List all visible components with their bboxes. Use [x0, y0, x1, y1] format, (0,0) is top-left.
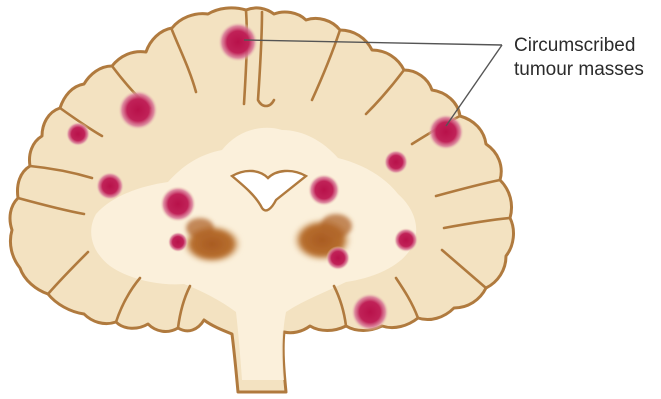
- tumour-mass: [218, 22, 258, 62]
- tumour-mass: [308, 174, 340, 206]
- tumour-mass: [96, 172, 124, 200]
- label-line-1: Circumscribed: [514, 34, 635, 57]
- basal-ganglia-right-tail: [320, 214, 352, 238]
- tumour-mass: [394, 228, 418, 252]
- label-line-2: tumour masses: [514, 58, 644, 81]
- basal-ganglia-left-tail: [186, 218, 214, 238]
- tumour-mass: [168, 232, 188, 252]
- tumour-mass: [66, 122, 90, 146]
- tumour-mass: [384, 150, 408, 174]
- leader-line-right: [446, 45, 502, 126]
- brain-section-icon: [10, 8, 513, 392]
- tumour-mass: [351, 293, 389, 331]
- tumour-mass: [428, 114, 464, 150]
- tumour-mass: [118, 90, 158, 130]
- tumour-mass: [160, 186, 196, 222]
- tumour-mass: [326, 246, 350, 270]
